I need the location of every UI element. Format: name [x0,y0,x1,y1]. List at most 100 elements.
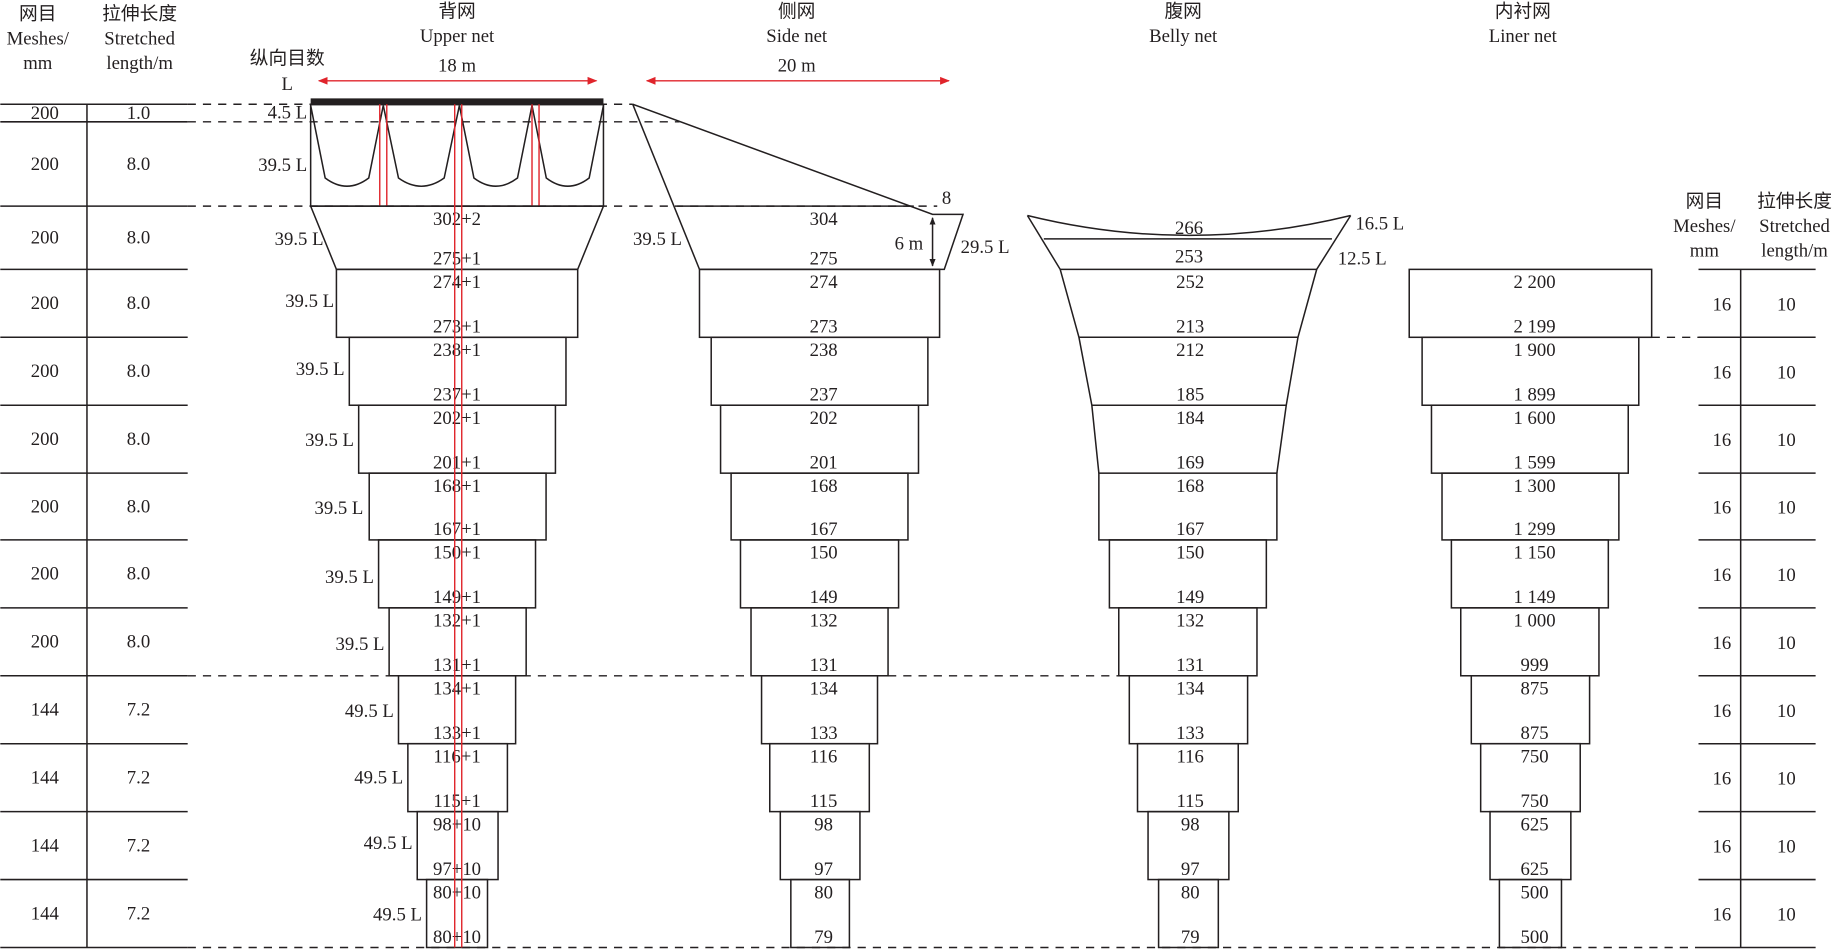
belly-net-bottom-meshes: 185 [1176,385,1204,406]
belly-net-title-cn: 腹网 [1164,2,1201,23]
left-table-mesh-cell: 144 [31,768,60,789]
liner-net-title-en: Liner net [1489,26,1558,47]
right-table-mesh-cell: 16 [1713,498,1732,519]
upper-net-length-label: 39.5 L [296,359,345,380]
liner-net-title-cn: 内衬网 [1495,2,1551,23]
upper-net-bottom-meshes: 167+1 [433,519,481,540]
side-net-bottom-meshes: 115 [810,791,837,812]
side-net-bottom-meshes: 275 [810,249,838,270]
belly-net-wing-value: 266 [1175,218,1203,239]
liner-net-panel [1498,878,1563,949]
belly-net-fishing-line [1027,214,1351,237]
right-table-header-length: length/m [1761,240,1828,261]
right-table-mesh-cell: 16 [1713,362,1732,383]
liner-net-top-meshes: 875 [1521,679,1549,700]
left-table-header-length: Stretched [104,29,175,50]
belly-net-bottom-meshes: 133 [1176,723,1204,744]
left-table-length-cell: 7.2 [127,835,150,856]
side-net-tip-top-label: 8 [942,188,951,209]
side-net-tip-height-label: 6 m [895,233,924,254]
side-net-top-meshes: 168 [810,476,838,497]
longitudinal-count-label: 纵向目数 [250,48,325,69]
belly-net-bottom-meshes: 131 [1176,655,1204,676]
upper-net-width-label: 18 m [438,55,476,76]
upper-net-length-label: 39.5 L [275,229,324,250]
left-table-length-cell: 1.0 [127,103,150,124]
upper-net-bottom-meshes: 80+10 [433,927,481,948]
belly-net-top-meshes: 212 [1176,340,1204,361]
side-net-top-meshes: 80 [814,882,833,903]
side-net-top-meshes: 304 [810,209,839,230]
upper-net-length-label: 49.5 L [364,833,413,854]
left-table-length-cell: 8.0 [127,429,150,450]
right-table-mesh-cell: 16 [1713,837,1732,858]
liner-net-top-meshes: 750 [1521,746,1549,767]
liner-net-top-meshes: 2 200 [1513,272,1555,293]
right-table-mesh-cell: 16 [1713,905,1732,926]
right-table-length-cell: 10 [1777,430,1796,451]
liner-net-top-meshes: 1 900 [1513,340,1555,361]
liner-net-bottom-meshes: 1 899 [1513,385,1555,406]
upper-net-title-en: Upper net [420,26,495,47]
right-table-mesh-cell: 16 [1713,565,1732,586]
upper-net-top-meshes: 80+10 [433,882,481,903]
left-table-length-cell: 8.0 [127,632,150,653]
side-net-bottom-meshes: 149 [810,587,838,608]
side-net-title-cn: 侧网 [778,2,815,23]
left-table-length-cell: 7.2 [127,700,150,721]
liner-net-bottom-meshes: 1 149 [1513,587,1555,608]
liner-net-bottom-meshes: 1 599 [1513,452,1555,473]
left-table-header-length: length/m [106,53,173,74]
upper-net-length-label: 49.5 L [373,905,422,926]
belly-net-top-meshes: 116 [1177,746,1204,767]
side-net-bottom-meshes: 273 [810,317,838,338]
right-table-mesh-cell: 16 [1713,294,1732,315]
longitudinal-count-unit: L [282,74,293,95]
belly-net-wing-value: 253 [1175,246,1203,267]
left-table-length-cell: 8.0 [127,228,150,249]
side-net-top-meshes: 202 [810,408,838,429]
upper-net-length-label: 39.5 L [258,155,307,176]
upper-net-bottom-meshes: 133+1 [433,723,481,744]
side-net-width-label: 20 m [778,55,816,76]
left-table-mesh-cell: 200 [31,564,59,585]
side-net-top-meshes: 134 [810,679,839,700]
belly-net-bottom-meshes: 97 [1181,859,1200,880]
side-net-top-meshes: 98 [814,814,833,835]
liner-net-bottom-meshes: 625 [1521,859,1549,880]
belly-net-title-en: Belly net [1149,26,1218,47]
left-table-mesh-cell: 200 [31,103,59,124]
liner-net-bottom-meshes: 875 [1521,723,1549,744]
upper-net-bottom-meshes: 149+1 [433,587,481,608]
side-net-bottom-meshes: 97 [814,859,833,880]
belly-net-top-meshes: 184 [1176,408,1205,429]
right-table-length-cell: 10 [1777,565,1796,586]
upper-net-top-meshes: 168+1 [433,476,481,497]
liner-net-top-meshes: 625 [1521,814,1549,835]
upper-net-length-label: 49.5 L [354,768,403,789]
right-table-length-cell: 10 [1777,633,1796,654]
right-table-length-cell: 10 [1777,294,1796,315]
upper-net-wing-scallop [531,105,605,187]
left-table-header-mesh: Meshes/ [7,29,70,50]
upper-net-top-meshes: 302+2 [433,209,481,230]
right-table-length-cell: 10 [1777,837,1796,858]
liner-net-bottom-meshes: 2 199 [1513,317,1555,338]
belly-net-bottom-meshes: 79 [1181,927,1200,948]
upper-net-bottom-meshes: 237+1 [433,385,481,406]
side-net-front-edge [632,103,701,270]
right-table-length-cell: 10 [1777,498,1796,519]
right-table-mesh-cell: 16 [1713,633,1732,654]
belly-net-bottom-meshes: 115 [1177,791,1204,812]
side-net-bottom-meshes: 167 [810,519,838,540]
upper-net-top-meshes: 98+10 [433,814,481,835]
liner-net-top-meshes: 1 300 [1513,476,1555,497]
left-table-mesh-cell: 144 [31,835,60,856]
belly-net-top-meshes: 98 [1181,814,1200,835]
belly-net-bottom-meshes: 149 [1176,587,1204,608]
belly-net-wing-length-label: 12.5 L [1338,249,1387,270]
right-table-length-cell: 10 [1777,701,1796,722]
liner-net-bottom-meshes: 750 [1521,791,1549,812]
upper-net-length-label: 39.5 L [336,634,385,655]
side-net-bottom-meshes: 133 [810,723,838,744]
